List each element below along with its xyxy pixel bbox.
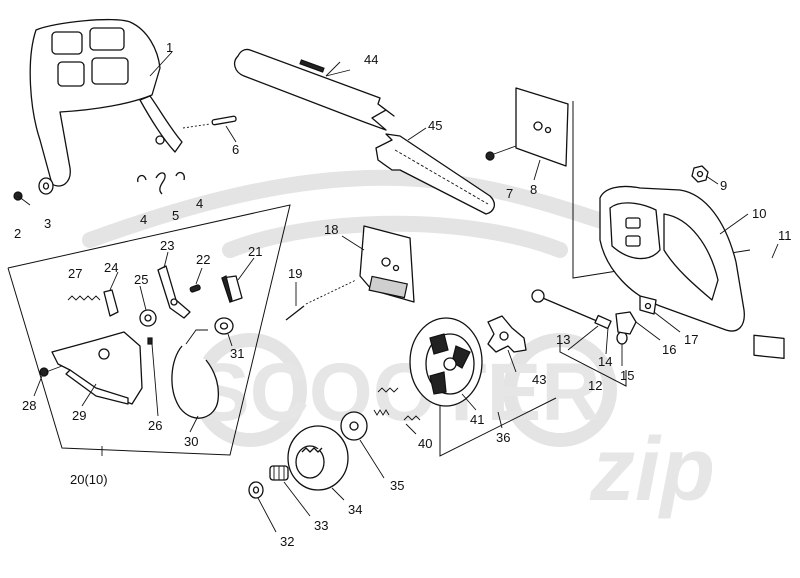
brake-assembly-frame bbox=[7, 204, 291, 456]
screw-28 bbox=[39, 365, 63, 377]
front-hand-guard bbox=[29, 18, 183, 187]
callout-15: 15 bbox=[620, 368, 634, 383]
callout-25: 25 bbox=[134, 272, 148, 287]
callout-20-10: 20(10) bbox=[70, 472, 108, 487]
callout-2: 2 bbox=[14, 226, 21, 241]
callout-17: 17 bbox=[684, 332, 698, 347]
callout-8: 8 bbox=[530, 182, 537, 197]
callout-33: 33 bbox=[314, 518, 328, 533]
stud-19 bbox=[285, 279, 357, 321]
nut-9 bbox=[691, 165, 709, 183]
springs-40 bbox=[373, 387, 421, 421]
callout-40: 40 bbox=[418, 436, 432, 451]
pin-22 bbox=[189, 284, 201, 293]
adjuster-bracket bbox=[559, 340, 627, 387]
callout-41: 41 bbox=[470, 412, 484, 427]
band-30 bbox=[171, 329, 220, 419]
watermark-brand-script: zip bbox=[589, 420, 715, 520]
callout-44: 44 bbox=[364, 52, 378, 67]
pin-26 bbox=[147, 337, 153, 345]
pivot-25 bbox=[139, 309, 157, 327]
callout-27: 27 bbox=[68, 266, 82, 281]
needle-bearing-33 bbox=[269, 465, 289, 481]
callout-13: 13 bbox=[556, 332, 570, 347]
brake-spring-27 bbox=[67, 295, 101, 301]
callout-29: 29 bbox=[72, 408, 86, 423]
clutch-hub-41 bbox=[409, 317, 483, 407]
callout-7: 7 bbox=[506, 186, 513, 201]
screw-7 bbox=[485, 145, 517, 161]
callout-28: 28 bbox=[22, 398, 36, 413]
callout-22: 22 bbox=[196, 252, 210, 267]
callout-31: 31 bbox=[230, 346, 244, 361]
callout-26: 26 bbox=[148, 418, 162, 433]
label-11 bbox=[753, 334, 785, 360]
callout-14: 14 bbox=[598, 354, 612, 369]
pin-6 bbox=[182, 115, 237, 129]
guide-bar-44 bbox=[233, 48, 395, 131]
callout-36: 36 bbox=[496, 430, 510, 445]
callout-5: 5 bbox=[172, 208, 179, 223]
block-21 bbox=[221, 275, 243, 304]
parts bbox=[13, 18, 785, 499]
callout-6: 6 bbox=[232, 142, 239, 157]
brake-lever-23 bbox=[157, 265, 191, 319]
brake-housing-29 bbox=[51, 331, 143, 405]
callout-23: 23 bbox=[160, 238, 174, 253]
callout-1: 1 bbox=[166, 40, 173, 55]
clutch-bracket bbox=[439, 397, 557, 457]
callout-43: 43 bbox=[532, 372, 546, 387]
washer-32 bbox=[248, 481, 264, 499]
callout-45: 45 bbox=[428, 118, 442, 133]
chain-plate-18 bbox=[359, 225, 415, 303]
washer-35 bbox=[340, 411, 368, 441]
bushing-31 bbox=[214, 317, 234, 335]
callout-9: 9 bbox=[720, 178, 727, 193]
callout-16: 16 bbox=[662, 342, 676, 357]
clutch-drum-34 bbox=[287, 425, 349, 491]
saw-chain-45 bbox=[375, 133, 496, 215]
callout-3: 3 bbox=[44, 216, 51, 231]
callout-32: 32 bbox=[280, 534, 294, 549]
leader-lines bbox=[33, 51, 779, 533]
screw-2 bbox=[13, 191, 31, 206]
callout-34: 34 bbox=[348, 502, 362, 517]
watermark-brand-text: SCOOTER bbox=[195, 347, 600, 438]
callout-19: 19 bbox=[288, 266, 302, 281]
callout-11: 11 bbox=[778, 228, 792, 243]
callout-21: 21 bbox=[248, 244, 262, 259]
callout-labels: 1 2 3 4 5 4 6 7 8 9 10 11 12 13 14 15 16… bbox=[14, 40, 792, 549]
washer-3 bbox=[38, 177, 54, 195]
callout-18: 18 bbox=[324, 222, 338, 237]
clip-and-spring bbox=[137, 171, 185, 195]
callout-35: 35 bbox=[390, 478, 404, 493]
callout-4-left: 4 bbox=[140, 212, 147, 227]
callout-10: 10 bbox=[752, 206, 766, 221]
sprocket-cover-10 bbox=[599, 185, 745, 332]
watermark-swoosh-inner bbox=[222, 215, 568, 258]
tensioner-parts bbox=[531, 289, 657, 345]
spider-43 bbox=[487, 315, 527, 353]
callout-4-right: 4 bbox=[196, 196, 203, 211]
callout-24: 24 bbox=[104, 260, 118, 275]
callout-12: 12 bbox=[588, 378, 602, 393]
lever-24 bbox=[103, 289, 119, 317]
callout-30: 30 bbox=[184, 434, 198, 449]
plate-8 bbox=[515, 87, 569, 167]
